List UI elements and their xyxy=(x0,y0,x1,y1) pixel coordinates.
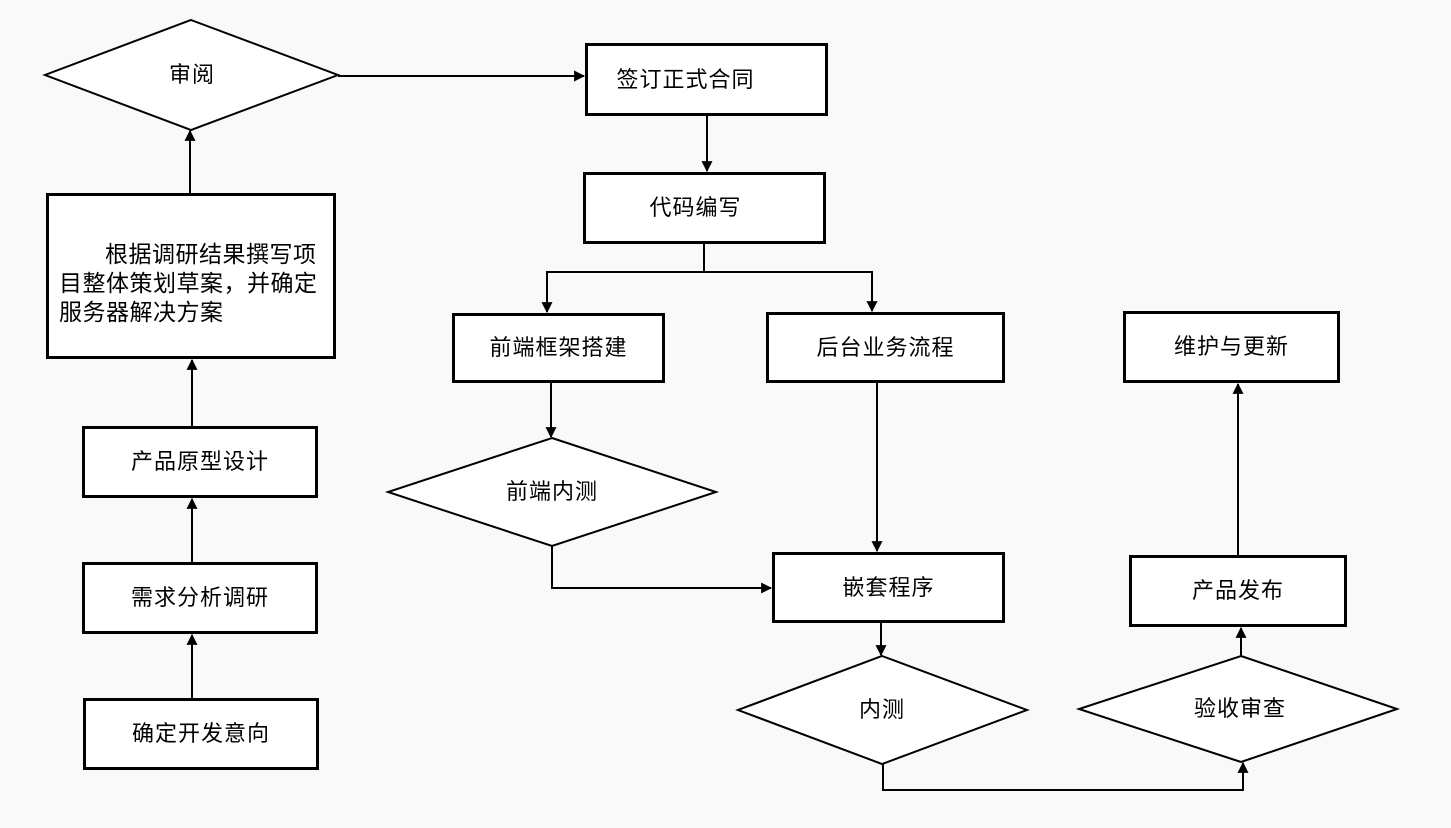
node-sign-contract: 签订正式合同 xyxy=(585,43,828,116)
node-prototype-design: 产品原型设计 xyxy=(82,426,318,498)
node-code-writing: 代码编写 xyxy=(583,172,826,244)
node-code-writing-label: 代码编写 xyxy=(649,195,742,221)
node-product-release: 产品发布 xyxy=(1129,555,1347,627)
node-frontend-internal-test-label: 前端内测 xyxy=(505,479,598,504)
edge-frontend-internal-test-to-nested-program xyxy=(551,546,773,594)
node-acceptance-review-label: 验收审查 xyxy=(1193,696,1286,721)
edge-internal-test-to-acceptance-review xyxy=(882,761,1249,791)
node-maintenance-update: 维护与更新 xyxy=(1123,311,1340,383)
node-draft-plan: 根据调研结果撰写项目整体策划草案，并确定服务器解决方案 xyxy=(46,193,336,359)
node-prototype-design-label: 产品原型设计 xyxy=(130,449,269,475)
node-backend-process-label: 后台业务流程 xyxy=(816,334,955,360)
node-determine-intention-label: 确定开发意向 xyxy=(131,721,270,747)
node-nested-program: 嵌套程序 xyxy=(772,552,1005,623)
node-maintenance-update-label: 维护与更新 xyxy=(1173,334,1289,360)
node-sign-contract-label: 签订正式合同 xyxy=(616,66,755,92)
node-draft-plan-label: 根据调研结果撰写项目整体策划草案，并确定服务器解决方案 xyxy=(59,241,318,325)
edge-code-writing-to-frontend-framework xyxy=(541,271,704,314)
node-determine-intention: 确定开发意向 xyxy=(83,698,319,770)
node-frontend-framework-label: 前端框架搭建 xyxy=(489,335,628,361)
node-internal-test-label: 内测 xyxy=(858,697,905,722)
node-nested-program-label: 嵌套程序 xyxy=(842,574,935,600)
node-backend-process: 后台业务流程 xyxy=(766,312,1005,383)
node-requirement-research-label: 需求分析调研 xyxy=(130,585,269,611)
node-product-release-label: 产品发布 xyxy=(1191,578,1284,604)
node-requirement-research: 需求分析调研 xyxy=(82,562,318,634)
edge-code-writing-to-backend-process xyxy=(704,271,878,313)
node-review-label: 审阅 xyxy=(168,62,215,87)
node-frontend-framework: 前端框架搭建 xyxy=(452,313,665,383)
